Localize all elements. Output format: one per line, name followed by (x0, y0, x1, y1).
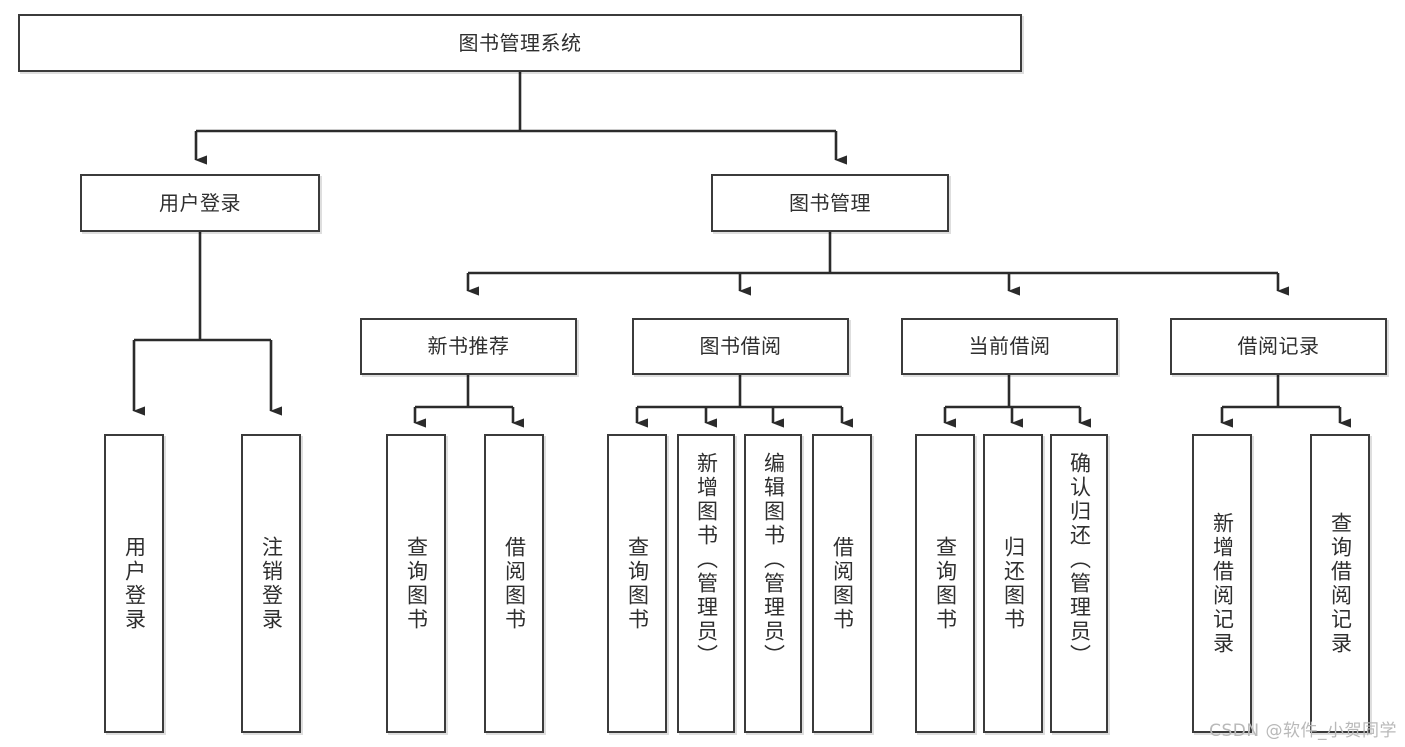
node-leaf-user-login[interactable]: 用户登录 (104, 434, 164, 733)
current-borrow-connectors (943, 375, 1091, 428)
book-borrow-connectors (635, 375, 853, 428)
node-leaf-borrow-book[interactable]: 借阅图书 (812, 434, 872, 733)
node-book-borrow[interactable]: 图书借阅 (632, 318, 849, 375)
node-leaf-query-book-label: 查询图书 (625, 535, 650, 632)
book-manage-connectors (466, 232, 1289, 296)
node-leaf-confirm-return-admin[interactable]: 确认归还（管理员） (1050, 434, 1108, 733)
node-leaf-return-book[interactable]: 归还图书 (983, 434, 1043, 733)
csdn-watermark: CSDN @软件_小贺同学 (1209, 721, 1397, 741)
node-leaf-add-book-admin-label: 新增图书（管理员） (694, 452, 719, 668)
node-leaf-add-borrow-record[interactable]: 新增借阅记录 (1192, 434, 1252, 733)
node-leaf-borrow-book-recommend[interactable]: 借阅图书 (484, 434, 544, 733)
node-new-book-recommend[interactable]: 新书推荐 (360, 318, 577, 375)
node-leaf-edit-book-admin[interactable]: 编辑图书（管理员） (744, 434, 802, 733)
node-borrow-record[interactable]: 借阅记录 (1170, 318, 1387, 375)
node-borrow-record-label: 借阅记录 (1237, 334, 1320, 358)
node-current-borrow-label: 当前借阅 (968, 334, 1051, 358)
user-login-connectors (132, 232, 282, 416)
node-leaf-borrow-book-recommend-label: 借阅图书 (502, 535, 527, 632)
node-book-management-label: 图书管理 (789, 190, 871, 215)
node-leaf-query-book[interactable]: 查询图书 (607, 434, 667, 733)
node-leaf-query-book-recommend-label: 查询图书 (404, 535, 429, 632)
node-current-borrow[interactable]: 当前借阅 (901, 318, 1118, 375)
node-book-management[interactable]: 图书管理 (711, 174, 949, 232)
node-leaf-add-book-admin[interactable]: 新增图书（管理员） (677, 434, 735, 733)
node-leaf-edit-book-admin-label: 编辑图书（管理员） (761, 452, 786, 668)
new-book-connectors (413, 375, 524, 428)
node-leaf-query-book-current-label: 查询图书 (933, 535, 958, 632)
node-user-login-label: 用户登录 (159, 190, 241, 215)
node-user-login[interactable]: 用户登录 (80, 174, 320, 232)
node-leaf-return-book-label: 归还图书 (1001, 535, 1026, 632)
node-leaf-logout[interactable]: 注销登录 (241, 434, 301, 733)
borrow-record-connectors (1220, 375, 1351, 428)
node-root-system[interactable]: 图书管理系统 (18, 14, 1022, 72)
node-leaf-query-borrow-record[interactable]: 查询借阅记录 (1310, 434, 1370, 733)
node-new-book-recommend-label: 新书推荐 (427, 334, 510, 358)
node-leaf-confirm-return-admin-label: 确认归还（管理员） (1067, 452, 1092, 668)
node-leaf-query-borrow-record-label: 查询借阅记录 (1328, 511, 1353, 656)
node-leaf-borrow-book-label: 借阅图书 (830, 535, 855, 632)
node-leaf-query-book-recommend[interactable]: 查询图书 (386, 434, 446, 733)
node-leaf-query-book-current[interactable]: 查询图书 (915, 434, 975, 733)
node-leaf-logout-label: 注销登录 (259, 535, 284, 632)
node-root-system-label: 图书管理系统 (458, 30, 582, 55)
root-connectors (194, 72, 847, 165)
node-book-borrow-label: 图书借阅 (699, 334, 782, 358)
node-leaf-add-borrow-record-label: 新增借阅记录 (1210, 511, 1235, 656)
node-leaf-user-login-label: 用户登录 (122, 535, 147, 632)
